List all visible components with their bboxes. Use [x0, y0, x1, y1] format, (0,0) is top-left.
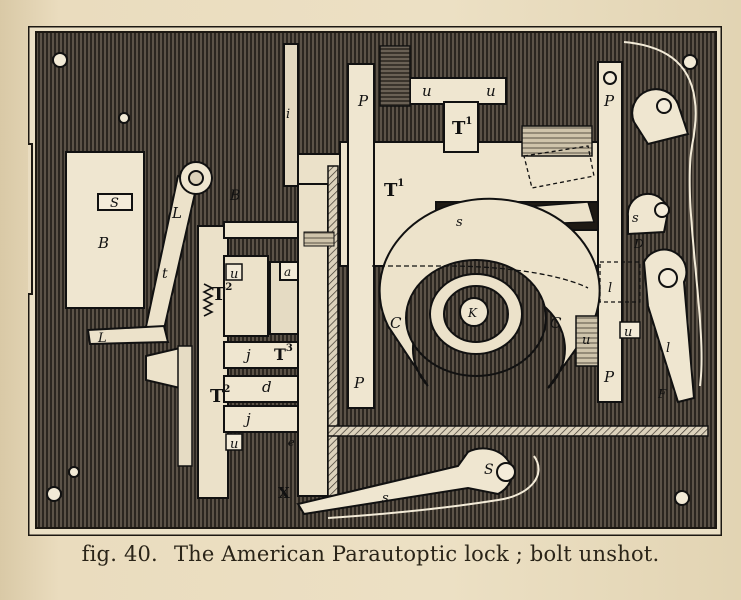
label-C-left: C: [390, 314, 402, 332]
label-u1: u: [422, 82, 432, 100]
label-j2: j: [243, 410, 251, 428]
label-P-mid-right: P: [603, 368, 615, 386]
label-F: F: [657, 387, 667, 401]
label-l-upper: l: [608, 281, 612, 296]
label-S: S: [110, 196, 119, 211]
figure-number: fig. 40.: [81, 542, 158, 566]
figure-title: The American Parautoptic lock ; bolt uns…: [173, 542, 660, 566]
case-flange: [28, 143, 33, 295]
lever-S-bottom: [296, 447, 540, 519]
label-B-top: B: [229, 188, 240, 204]
label-s-slot: s: [456, 215, 463, 230]
label-s-right: s: [632, 211, 639, 226]
label-s-bottom: s: [382, 491, 389, 506]
label-L-lower: L: [97, 331, 107, 346]
label-T3: T3: [274, 343, 293, 364]
label-d: d: [262, 378, 272, 396]
post-P-right: [597, 61, 623, 403]
label-P-top-left: P: [357, 92, 369, 110]
label-t: t: [162, 266, 168, 282]
tumbler-j2: [223, 405, 301, 433]
spring: [202, 283, 214, 317]
lock-diagram: P P P P u u u u u u T1 T1 T2 T2 T3 j j d…: [28, 26, 722, 536]
label-e: e: [288, 436, 295, 449]
spring-i: [283, 43, 299, 187]
figure-caption: fig. 40. The American Parautoptic lock ; …: [0, 542, 741, 582]
right-latch: [626, 88, 696, 404]
keyhole-K: [459, 297, 489, 327]
label-K: K: [467, 306, 478, 320]
label-u2: u: [486, 82, 496, 100]
label-D: D: [633, 237, 644, 251]
label-T1-top: T1: [452, 116, 472, 139]
stump-S: [97, 193, 133, 211]
post-P-left: [347, 63, 375, 409]
label-T1-main: T1: [384, 178, 404, 201]
bolt-block-B: [65, 151, 145, 309]
label-u3: u: [230, 267, 238, 282]
label-l-lower: l: [666, 341, 670, 356]
label-u6: u: [624, 325, 632, 340]
label-T2-upper: T2: [212, 282, 232, 305]
tumbler-d: [223, 375, 301, 403]
label-i: i: [286, 107, 290, 122]
label-u4: u: [230, 437, 238, 452]
bottom-rail: [327, 425, 709, 437]
label-B-left: B: [97, 234, 109, 252]
label-X: X: [278, 484, 290, 502]
label-L-upper: L: [171, 204, 182, 222]
label-P-top-right: P: [603, 92, 615, 110]
label-a: a: [284, 265, 291, 279]
label-P-mid-left: P: [353, 374, 365, 392]
label-T2-lower: T2: [210, 384, 230, 407]
label-u5: u: [582, 333, 590, 348]
label-S-bottom: S: [484, 462, 494, 478]
tumbler-j1: [223, 341, 311, 369]
engraving-plate: P P P P u u u u u u T1 T1 T2 T2 T3 j j d…: [28, 26, 722, 536]
lever-L-arm: [86, 324, 170, 346]
bolt-tail: [297, 175, 329, 497]
label-C-right: C: [550, 314, 562, 332]
label-j1: j: [243, 346, 251, 364]
screws: [46, 52, 698, 506]
